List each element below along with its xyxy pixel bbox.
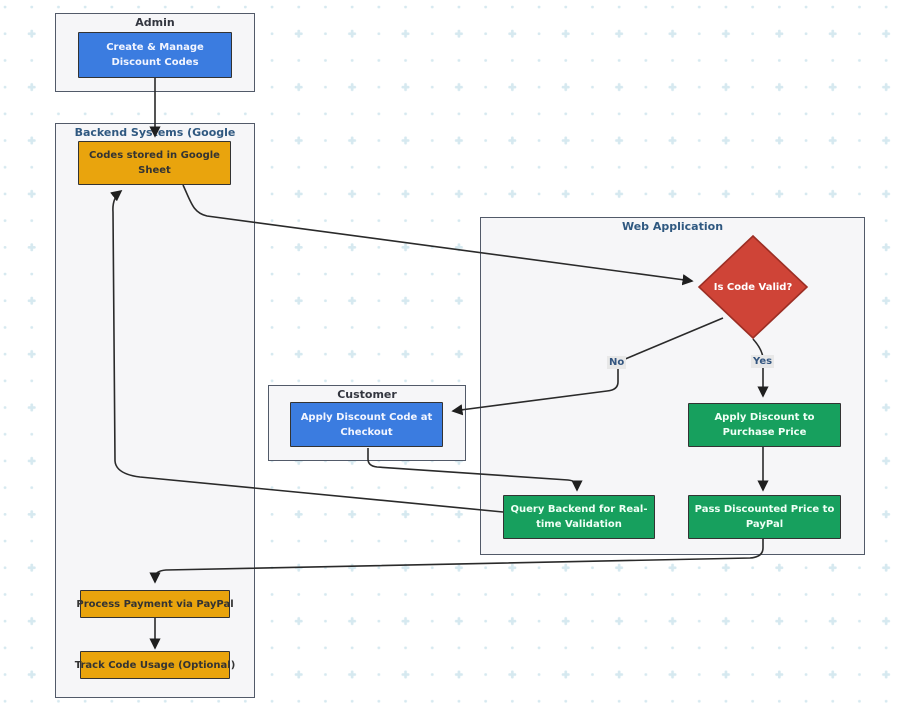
node-query-backend-label: Query Backend for Real-time Validation [510,504,648,530]
node-apply-discount-purchase: Apply Discount to Purchase Price [688,403,841,447]
node-apply-code-checkout-label: Apply Discount Code at Checkout [300,411,433,438]
node-process-payment-label: Process Payment via PayPal [76,598,234,610]
edge-label-no: No [607,356,627,369]
node-process-payment: Process Payment via PayPal [76,590,234,618]
node-codes-stored-label: Codes stored in Google Sheet [89,150,220,176]
node-query-backend: Query Backend for Real-time Validation [503,495,655,539]
edge-label-yes: Yes [751,355,775,368]
node-create-manage-codes-label: Create & Manage Discount Codes [106,42,204,68]
node-track-usage-label: Track Code Usage (Optional) [74,659,236,671]
node-track-usage: Track Code Usage (Optional) [75,651,235,679]
node-pass-discounted-price-label: Pass Discounted Price to PayPal [694,504,835,530]
node-is-code-valid-label: Is Code Valid? [713,281,793,293]
node-create-manage-codes: Create & Manage Discount Codes [78,32,232,78]
node-codes-stored: Codes stored in Google Sheet [78,141,231,185]
node-is-code-valid: Is Code Valid? [697,234,809,340]
container-customer-title: Customer [337,388,397,401]
container-backend-title: Backend Systems (Google [74,126,236,139]
node-pass-discounted-price: Pass Discounted Price to PayPal [688,495,841,539]
node-apply-code-checkout: Apply Discount Code at Checkout [290,402,443,447]
decision-diamond-shape [697,234,809,340]
container-webapp-title: Web Application [621,220,724,233]
container-admin-title: Admin [135,16,175,29]
node-apply-discount-purchase-label: Apply Discount to Purchase Price [714,412,815,438]
